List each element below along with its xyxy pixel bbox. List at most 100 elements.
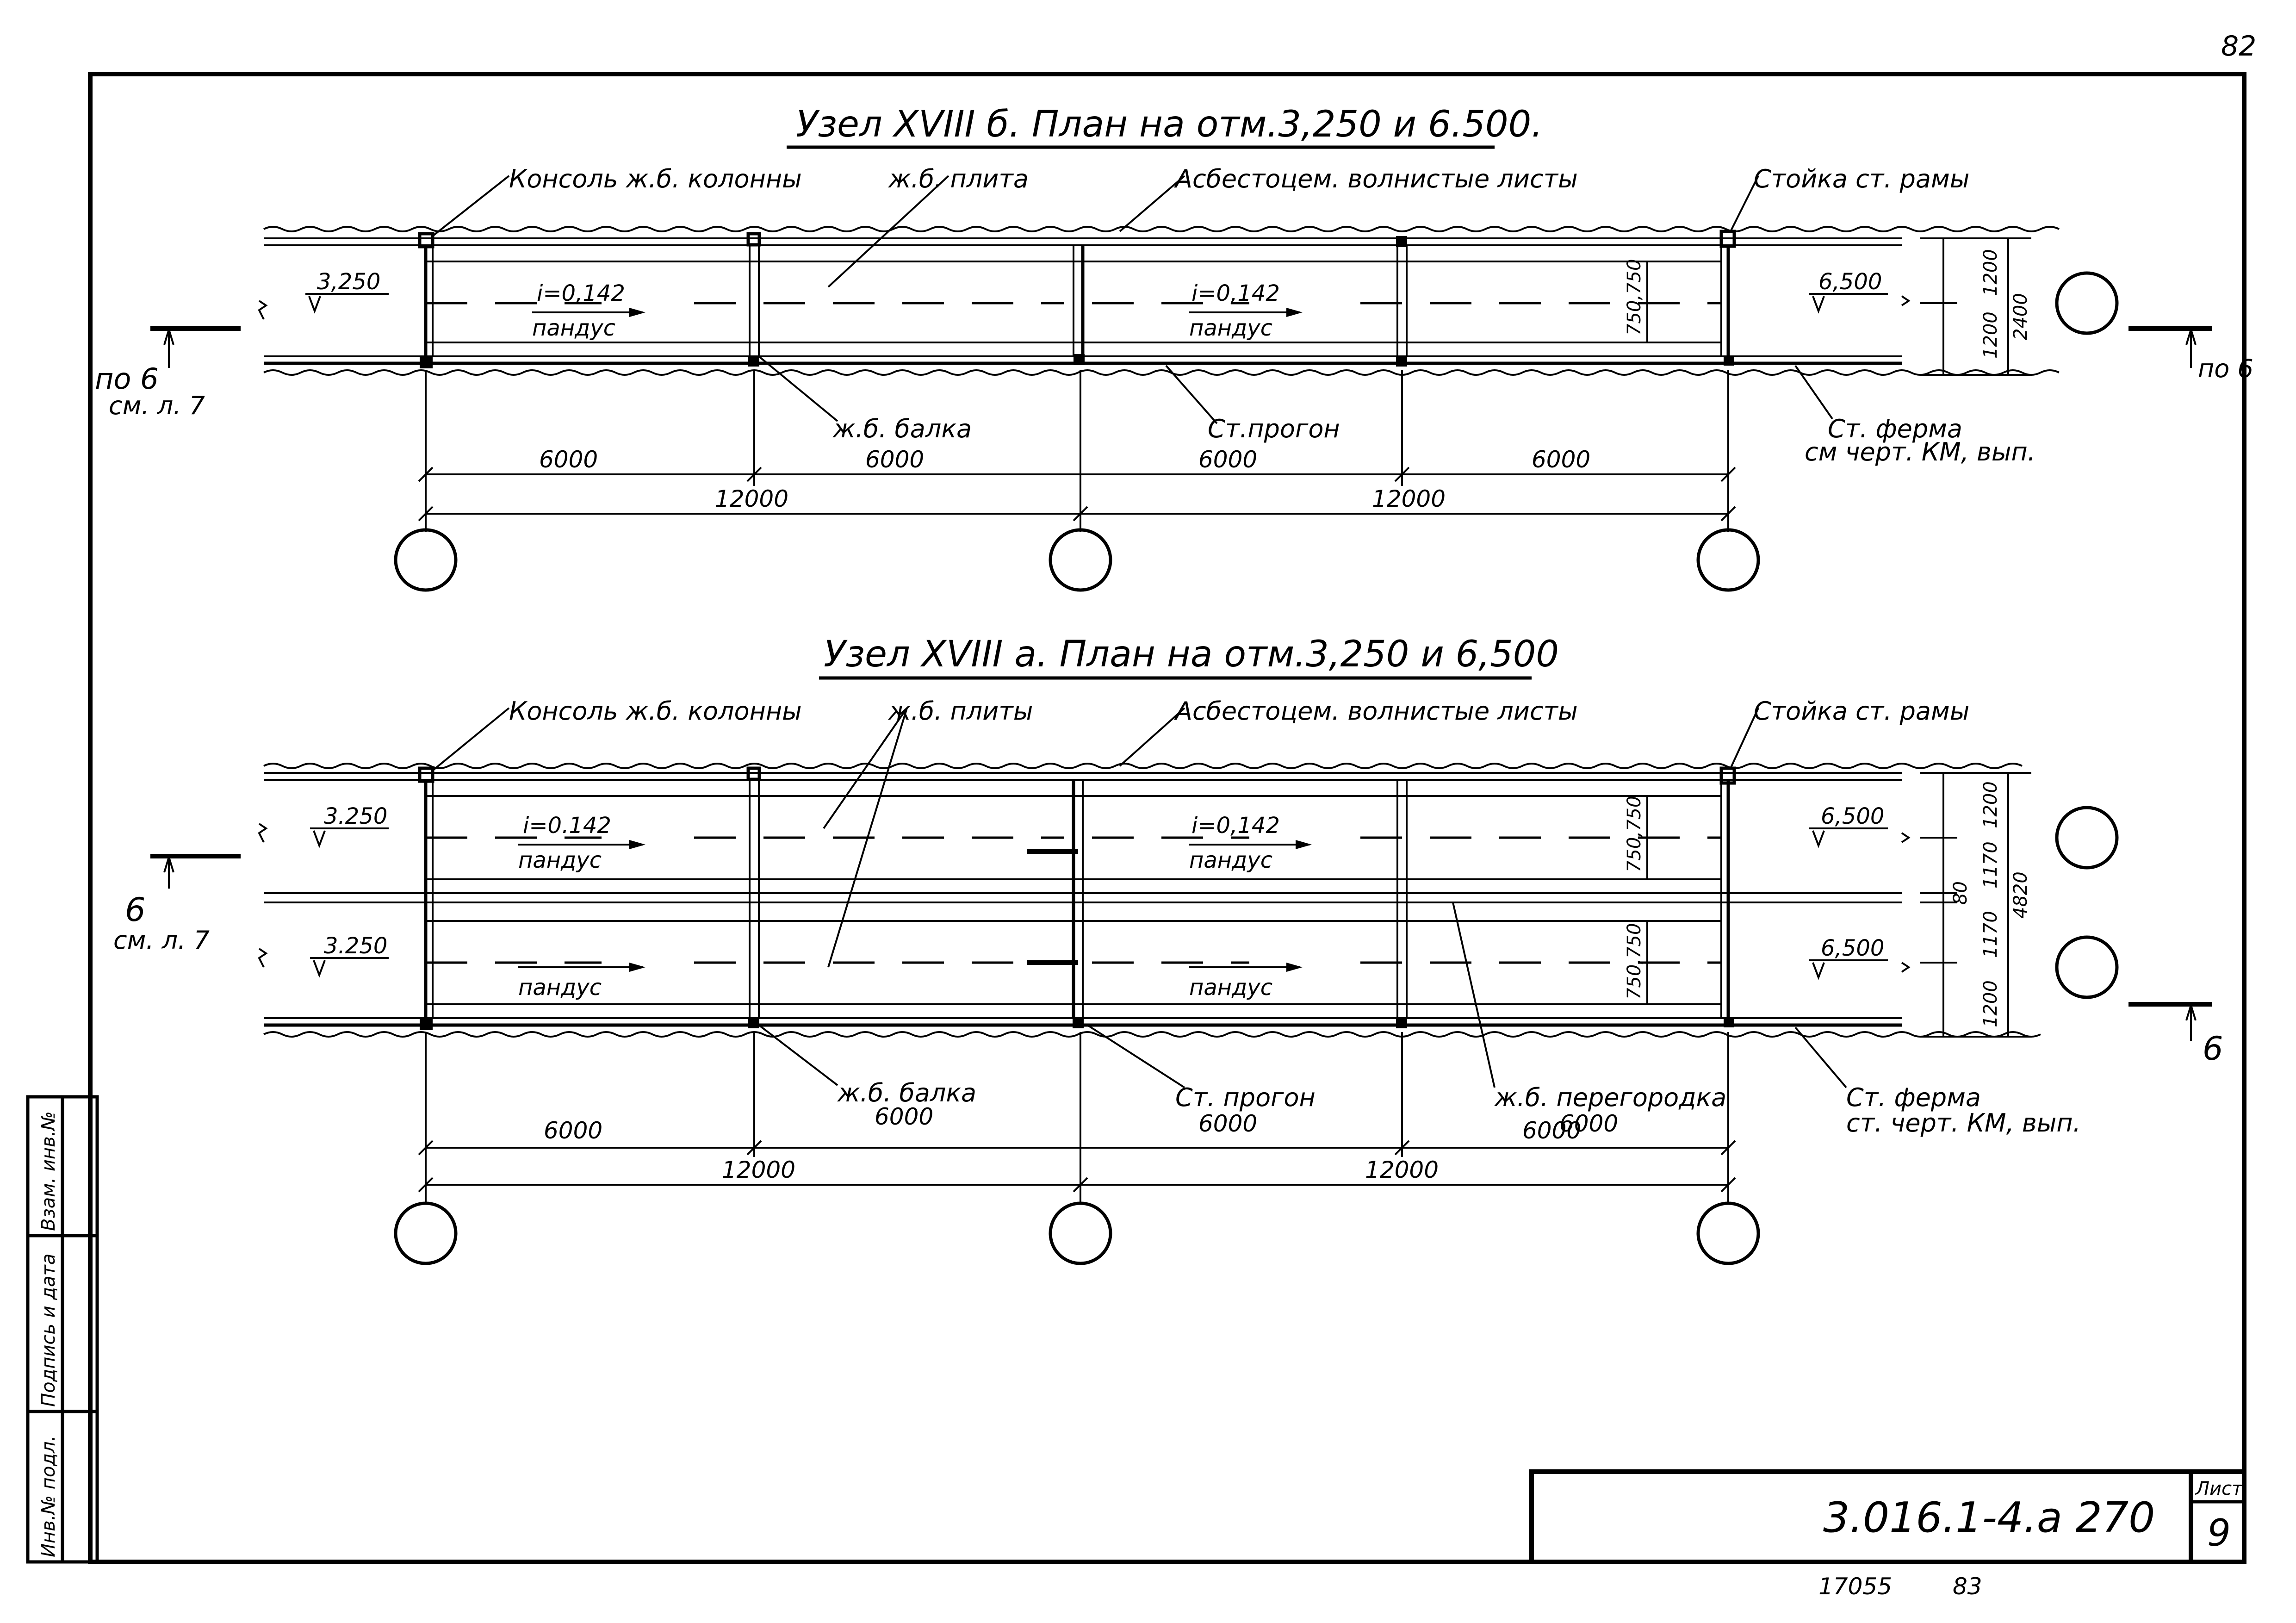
bottom-section-right-arrowhead: [2185, 1002, 2197, 1021]
bottom-dim-12000-2: 12000: [1365, 1157, 1439, 1183]
top-ramp2-slope: i=0,142: [1191, 280, 1280, 306]
bottom-ramp4-name: пандус: [1189, 975, 1272, 1001]
bottom-label-console: Консоль ж.б. колонны: [509, 696, 802, 726]
bottom-elev-left-1: 3.250: [324, 803, 387, 829]
bottom-elev-right-2-mark: [1812, 962, 1825, 980]
top-section-left-ref: см. л. 7: [109, 391, 205, 420]
bottom-right-dim-gap: 80: [1950, 881, 1971, 905]
bottom-right-dim-b: 1170: [1980, 841, 2001, 889]
bottom-label-truss1: Ст. ферма: [1846, 1083, 1981, 1112]
top-section-right: по 6: [2198, 354, 2253, 383]
bottom-ramp2-arrowhead: [1296, 840, 1312, 849]
bottom-ramp1-arrowhead: [629, 840, 645, 849]
sheet-frame: [88, 72, 2246, 1564]
bottom-elev-left-1-mark: [313, 830, 326, 848]
bottom-section-right: 6: [2203, 1030, 2223, 1068]
bottom-ramp1-slope: i=0.142: [523, 813, 611, 839]
top-section-right-arrowhead: [2185, 326, 2197, 345]
bottom-axis-bubble-3: [1696, 1201, 1760, 1265]
top-inner-dims: 750,750: [1624, 259, 1648, 342]
top-label-truss1: Ст. ферма: [1828, 414, 1962, 443]
bottom-label-beam-len: 6000: [875, 1103, 933, 1130]
bottom-right-dims: 1200 1170 80 1170 1200 4820: [1920, 772, 2031, 1038]
bottom-axis-bubble-right-2: [2055, 935, 2119, 999]
bottom-ramp3-name: пандус: [518, 975, 602, 1001]
top-inner-dims-text: 750,750: [1624, 259, 1645, 336]
top-ramp2-arrowhead: [1286, 308, 1303, 317]
bottom-axis-bubble-right-1: [2055, 806, 2119, 870]
bottom-label-post: Стойка ст. рамы: [1754, 696, 1969, 726]
top-axis-bubble-2: [1049, 528, 1112, 592]
top-right-dims: 1200 1200 2400: [1920, 237, 2031, 376]
bottom-section-left-ref: см. л. 7: [113, 926, 210, 955]
bottom-label-slabs: ж.б. плиты: [887, 696, 1033, 726]
top-right-dim-a: 1200: [1980, 249, 2001, 296]
bottom-title: Узел XVIII а. План на отм.3,250 и 6,500: [824, 634, 1559, 675]
bottom-elev-left-2-mark: [313, 960, 326, 978]
top-ramp1-arrowhead: [629, 308, 645, 317]
bottom-section-left-arrowhead: [163, 854, 174, 873]
side-stamp-sign: Подпись и дата: [38, 1254, 59, 1407]
bottom-label-beam: ж.б. балка: [837, 1078, 976, 1107]
bottom-label-partition-len: 6000: [1559, 1110, 1618, 1137]
top-title: Узел XVIII б. План на отм.3,250 и 6.500.: [796, 104, 1543, 145]
top-elev-right: 6,500: [1818, 269, 1882, 295]
bottom-elev-left-2: 3.250: [324, 933, 387, 959]
top-elev-left-mark: [308, 296, 321, 314]
top-dim-12000-2: 12000: [1372, 485, 1446, 512]
bottom-inner-dims-1: 750,750: [1624, 796, 1645, 872]
top-ramp1-slope: i=0,142: [537, 280, 625, 306]
top-axis-bubble-1: [394, 528, 458, 592]
top-label-beam: ж.б. балка: [832, 414, 972, 443]
top-ramp2-name: пандус: [1189, 315, 1272, 341]
bottom-inner-dims: 750,750 750,750: [1624, 796, 1648, 1004]
bottom-ramp1-name: пандус: [518, 847, 602, 873]
top-label-slab: ж.б. плита: [887, 164, 1029, 193]
top-axis-bubble-3: [1696, 528, 1760, 592]
side-stamp: Инв.№ подл. Подпись и дата Взам. инв.№: [26, 1095, 99, 1564]
bottom-right-dim-d: 1200: [1980, 980, 2001, 1027]
bottom-elev-right-2: 6,500: [1821, 935, 1884, 961]
bottom-ramp2-slope: i=0,142: [1191, 813, 1280, 839]
page-number-bottom: 83: [1953, 1573, 1982, 1600]
bottom-label-partition: ж.б. перегородка: [1494, 1083, 1726, 1112]
top-leaders: [432, 175, 1833, 424]
bottom-right-dim-total: 4820: [2010, 871, 2031, 919]
bottom-label-truss2: ст. черт. КМ, вып.: [1846, 1108, 2081, 1138]
bottom-elev-right-1: 6,500: [1821, 803, 1884, 829]
bottom-dim-lines: [418, 1032, 1736, 1203]
top-elev-left: 3,250: [317, 269, 380, 295]
side-stamp-inv: Инв.№ подл.: [38, 1436, 59, 1557]
top-dim-4: 6000: [1532, 446, 1590, 473]
bottom-dim-4: 6000: [1522, 1117, 1581, 1144]
sheet-label: Лист: [2195, 1478, 2243, 1499]
top-label-post: Стойка ст. рамы: [1754, 164, 1969, 193]
bottom-plan: [258, 763, 2041, 1038]
bottom-section-left: 6: [125, 891, 146, 929]
bottom-dim-1: 6000: [544, 1117, 602, 1144]
top-right-dim-total: 2400: [2010, 293, 2031, 340]
top-section-left-arrowhead: [163, 326, 174, 345]
bottom-ramp3-arrowhead: [629, 963, 645, 972]
top-dim-3: 6000: [1198, 446, 1257, 473]
bottom-axis-bubble-1: [394, 1201, 458, 1265]
top-ramp1-name: пандус: [532, 315, 615, 341]
bottom-elev-right-1-mark: [1812, 830, 1825, 848]
bottom-label-purlin: Ст. прогон: [1175, 1083, 1316, 1112]
top-label-purlin: Ст.прогон: [1208, 414, 1340, 443]
inventory-number: 17055: [1818, 1573, 1892, 1600]
top-right-dim-b: 1200: [1980, 311, 2001, 359]
top-label-sheets: Асбестоцем. волнистые листы: [1174, 164, 1578, 193]
sheet-number: 9: [2207, 1511, 2231, 1555]
top-elev-right-mark: [1812, 296, 1825, 314]
top-label-truss2: см черт. КМ, вып.: [1805, 437, 2035, 466]
side-stamp-replace: Взам. инв.№: [38, 1111, 59, 1231]
bottom-right-dim-a: 1200: [1980, 781, 2001, 828]
bottom-right-dim-c: 1170: [1980, 911, 2001, 958]
top-dim-lines: [418, 370, 1736, 532]
doc-code: 3.016.1-4.a 270: [1823, 1493, 2155, 1542]
top-dim-1: 6000: [539, 446, 598, 473]
bottom-ramp4-arrowhead: [1286, 963, 1303, 972]
bottom-ramp2-name: пандус: [1189, 847, 1272, 873]
